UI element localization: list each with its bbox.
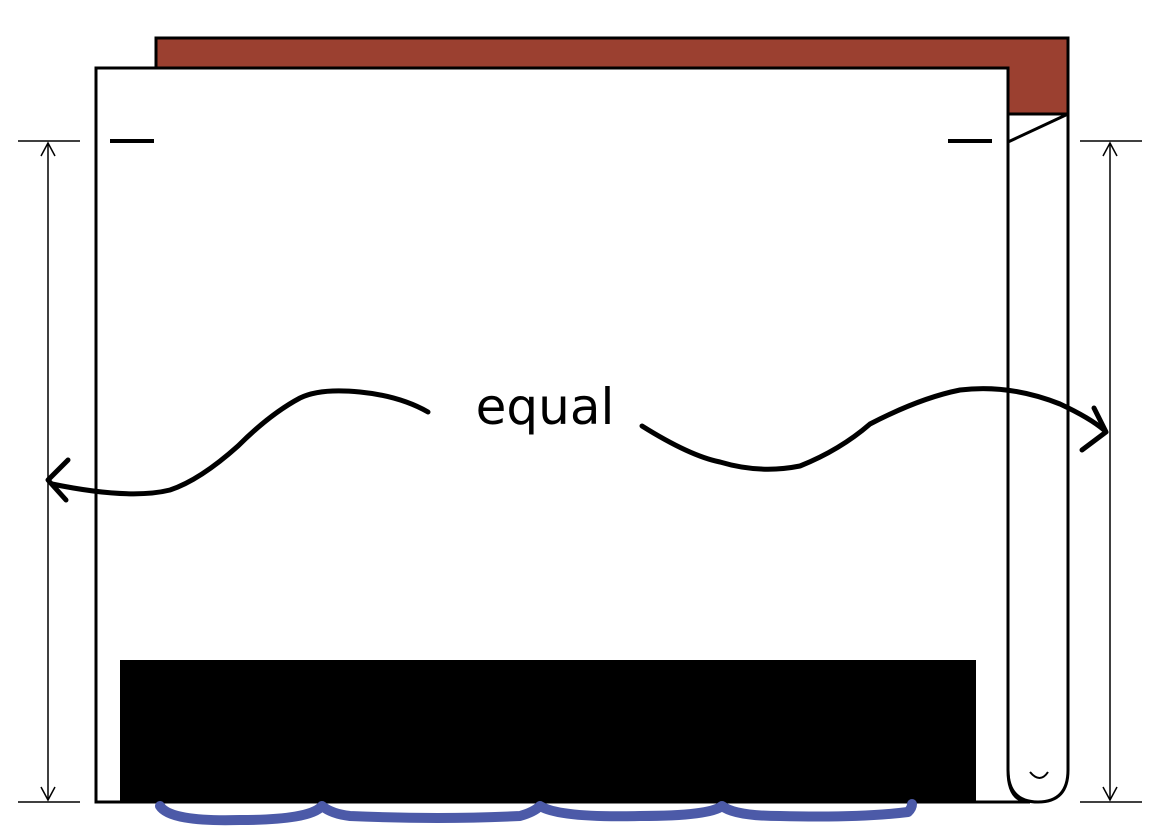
scallop-trim bbox=[155, 799, 917, 826]
folded-strip bbox=[1006, 112, 1070, 804]
dimension-arrowhead-left-bottom bbox=[40, 786, 56, 802]
dimension-arrowhead-right-bottom bbox=[1102, 786, 1118, 802]
curvy-arrow-right bbox=[639, 386, 1107, 472]
curvy-arrow-left-head bbox=[45, 457, 71, 503]
curvy-arrow-right-head bbox=[1079, 405, 1109, 453]
dimension-arrowhead-right-top bbox=[1102, 141, 1118, 157]
dark-block bbox=[120, 660, 976, 802]
front-panel bbox=[94, 66, 1031, 804]
dimension-arrowhead-left-top bbox=[40, 141, 56, 157]
equal-label: equal bbox=[476, 378, 615, 436]
fold-diagonal bbox=[1007, 112, 1069, 144]
fold-curl bbox=[1029, 771, 1049, 779]
curvy-arrow-left bbox=[49, 388, 431, 497]
